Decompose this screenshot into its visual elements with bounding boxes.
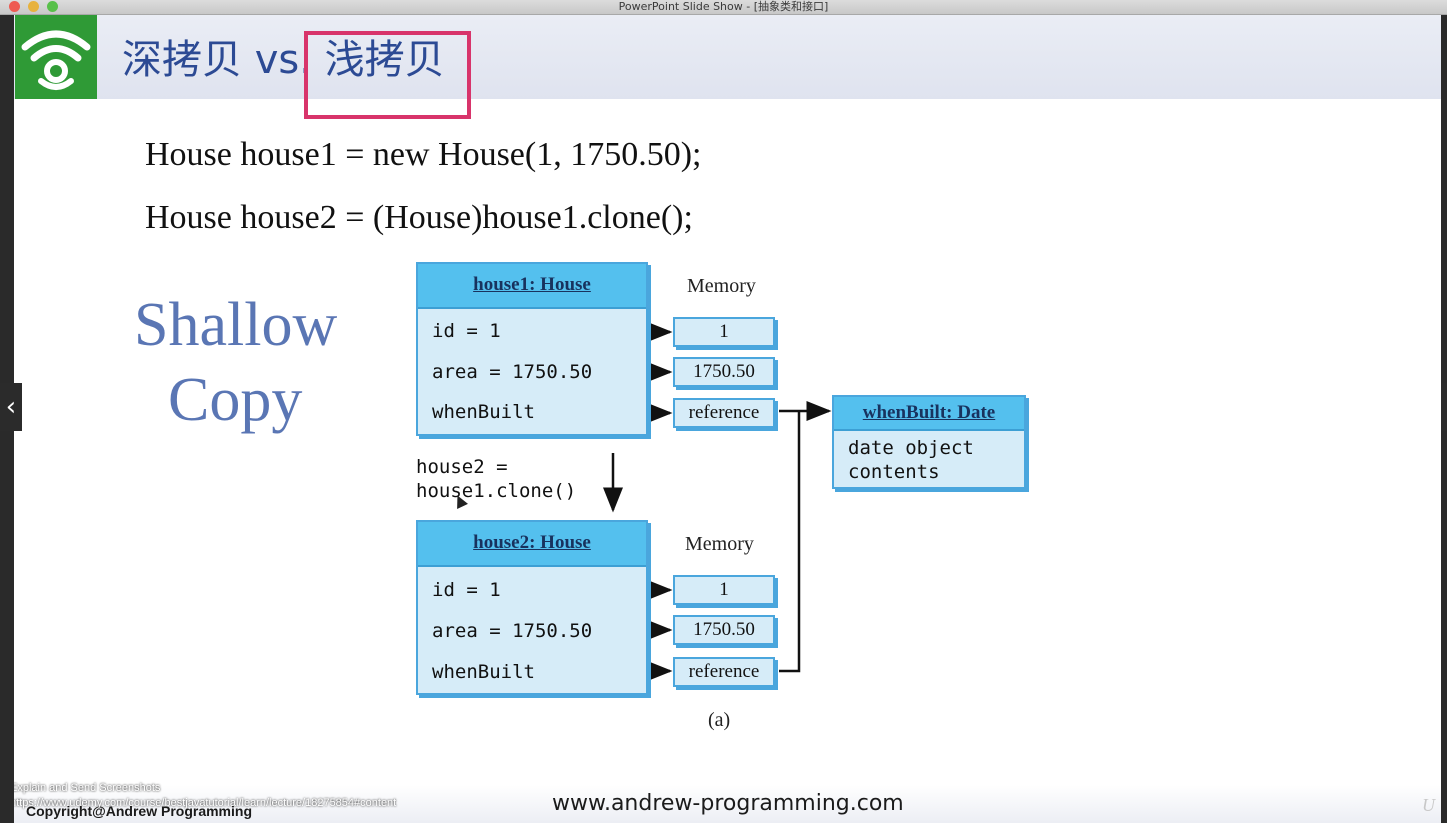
overlay-line-1: Explain and Send Screenshots xyxy=(14,782,161,794)
house1-field-area: area = 1750.50 xyxy=(432,361,593,383)
slide-canvas[interactable]: 深拷贝 vs. 浅拷贝 House house1 = new House(1, … xyxy=(14,15,1441,823)
slide-title: 深拷贝 vs. 浅拷贝 xyxy=(122,35,445,85)
title-shallow-copy: 浅拷贝 xyxy=(324,37,445,83)
date-object-body-line-2: contents xyxy=(848,461,940,483)
slide-footer: Copyright@Andrew Programming Explain and… xyxy=(14,782,1441,823)
code-line-1: House house1 = new House(1, 1750.50); xyxy=(145,136,702,173)
clone-text-line-2: house1.clone() xyxy=(416,480,577,502)
memory-cell-area-1: 1750.50 xyxy=(673,357,775,387)
house1-object-box: house1: House id = 1 area = 1750.50 when… xyxy=(416,262,648,436)
house2-object-box: house2: House id = 1 area = 1750.50 when… xyxy=(416,520,648,695)
house2-field-whenbuilt: whenBuilt xyxy=(432,661,535,683)
copyright-text: Copyright@Andrew Programming xyxy=(26,803,252,819)
window-title: PowerPoint Slide Show - [抽象类和接口] xyxy=(618,0,829,13)
screenshot-overlay: Explain and Send Screenshots https://www… xyxy=(14,781,396,811)
memory-label-2: Memory xyxy=(685,533,754,555)
memory-cell-reference-1: reference xyxy=(673,398,775,428)
memory-cell-id-2: 1 xyxy=(673,575,775,605)
chevron-left-icon[interactable]: ‹ xyxy=(0,383,22,431)
close-window-button[interactable] xyxy=(9,1,20,12)
slide-header xyxy=(14,15,1441,99)
house1-field-id: id = 1 xyxy=(432,320,501,342)
house2-field-id: id = 1 xyxy=(432,579,501,601)
title-highlight-box xyxy=(304,31,471,119)
minimize-window-button[interactable] xyxy=(28,1,39,12)
diagram-caption: (a) xyxy=(708,709,731,731)
arrow-ref2-date xyxy=(779,411,801,673)
house2-header: house2: House xyxy=(418,522,646,567)
udemy-watermark-icon: U xyxy=(1422,795,1435,815)
wifi-logo-icon xyxy=(15,15,97,99)
window-titlebar: PowerPoint Slide Show - [抽象类和接口] xyxy=(0,0,1447,15)
memory-cell-id-1: 1 xyxy=(673,317,775,347)
shallow-label: Shallow xyxy=(134,291,338,359)
clone-text-line-1: house2 = xyxy=(416,456,508,478)
overlay-line-2[interactable]: https://www.udemy.com/course/bestjavatut… xyxy=(14,797,397,809)
next-slide-tab[interactable] xyxy=(1441,383,1447,431)
memory-label-1: Memory xyxy=(687,275,756,297)
footer-url: www.andrew-programming.com xyxy=(552,791,904,816)
house1-field-whenbuilt: whenBuilt xyxy=(432,401,535,423)
code-line-2: House house2 = (House)house1.clone(); xyxy=(145,199,693,236)
date-object-body-line-1: date object xyxy=(848,437,974,459)
date-object-header: whenBuilt: Date xyxy=(834,397,1024,431)
date-object-box: whenBuilt: Date date object contents xyxy=(832,395,1026,489)
memory-cell-area-2: 1750.50 xyxy=(673,615,775,645)
house2-field-area: area = 1750.50 xyxy=(432,620,593,642)
memory-cell-reference-2: reference xyxy=(673,657,775,687)
maximize-window-button[interactable] xyxy=(47,1,58,12)
copy-label: Copy xyxy=(168,366,303,434)
house1-header: house1: House xyxy=(418,264,646,309)
title-deep-copy: 深拷贝 vs. xyxy=(122,37,312,83)
